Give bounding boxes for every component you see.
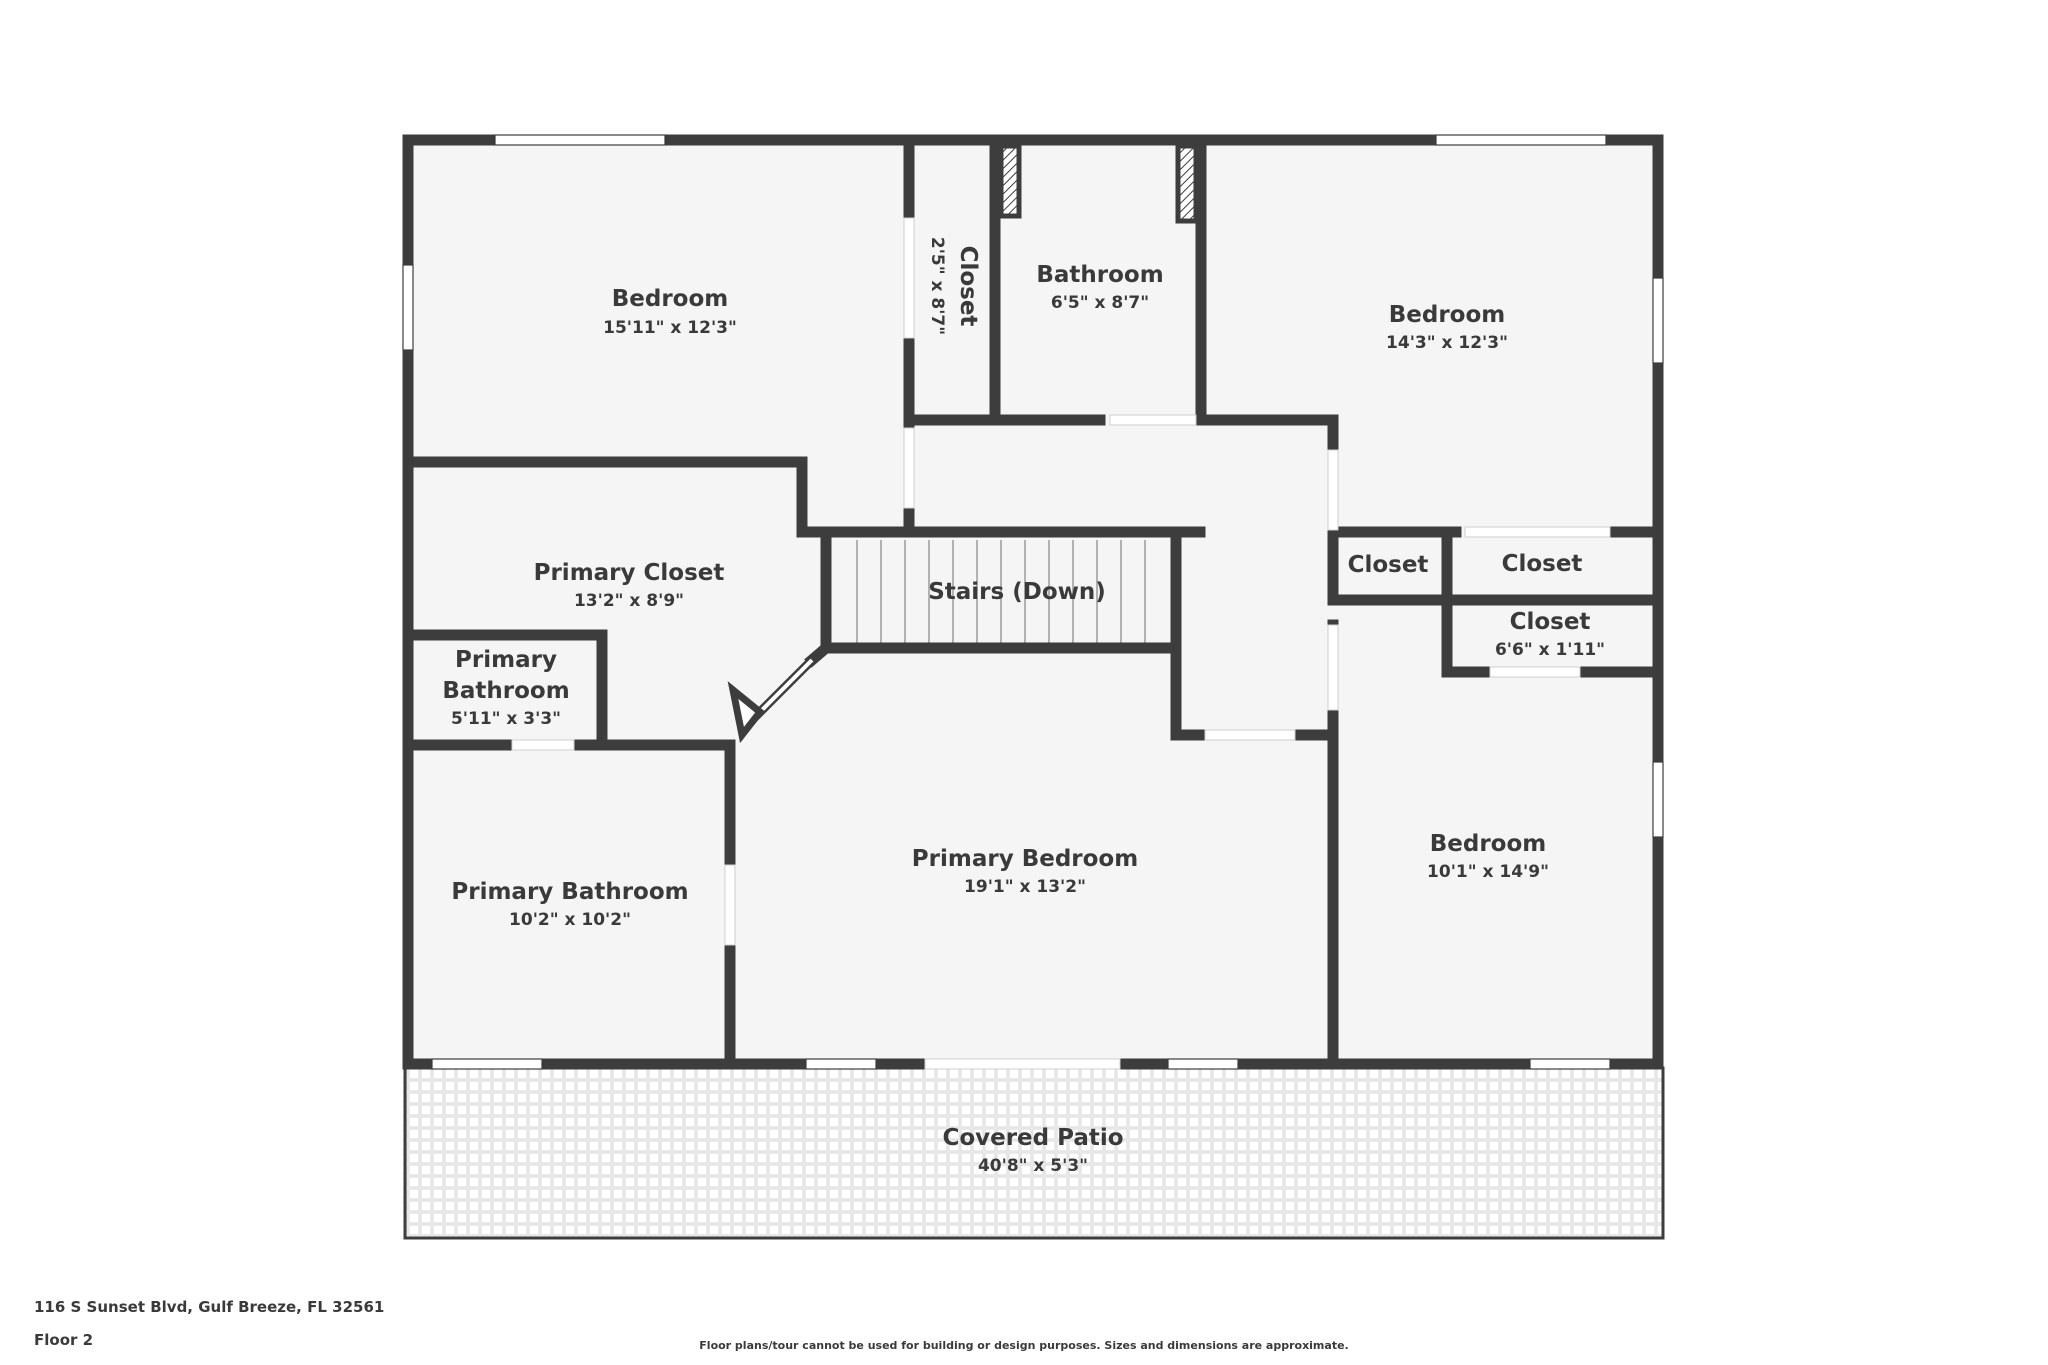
room-dims-primary-bathroom-small: 5'11" x 3'3" xyxy=(451,709,561,729)
room-name-primary-bedroom: Primary Bedroom xyxy=(912,846,1138,872)
room-dims-bathroom: 6'5" x 8'7" xyxy=(1051,293,1149,313)
room-name-closet-a: Closet xyxy=(1348,552,1429,578)
room-dims-primary-closet: 13'2" x 8'9" xyxy=(574,591,684,611)
room-labels: Bedroom 15'11" x 12'3" Closet 2'5" x 8'7… xyxy=(442,237,1605,1176)
room-dims-bedroom-ne: 14'3" x 12'3" xyxy=(1386,333,1508,353)
room-name-primary-closet: Primary Closet xyxy=(534,560,725,586)
room-name-closet-b: Closet xyxy=(1502,551,1583,577)
windows xyxy=(402,134,1664,1070)
room-name-closet-c: Closet xyxy=(1510,609,1591,635)
covered-patio-area xyxy=(403,1066,1665,1240)
room-dims-covered-patio: 40'8" x 5'3" xyxy=(978,1156,1088,1176)
room-dims-closet-small: 2'5" x 8'7" xyxy=(927,237,947,335)
room-name-bedroom-nw: Bedroom xyxy=(612,286,729,312)
shaft-right xyxy=(1175,143,1199,224)
room-dims-primary-bathroom: 10'2" x 10'2" xyxy=(509,910,631,930)
property-address: 116 S Sunset Blvd, Gulf Breeze, FL 32561 xyxy=(34,1298,385,1316)
disclaimer-text: Floor plans/tour cannot be used for buil… xyxy=(699,1339,1349,1352)
room-name-bedroom-ne: Bedroom xyxy=(1389,302,1506,328)
room-name-stairs: Stairs (Down) xyxy=(928,579,1106,605)
room-name-primary-bathroom-small-1: Primary xyxy=(455,647,557,673)
room-name-bathroom: Bathroom xyxy=(1036,262,1163,288)
stairs-treads xyxy=(856,540,1146,644)
room-name-primary-bathroom-small-2: Bathroom xyxy=(442,678,569,704)
room-dims-primary-bedroom: 19'1" x 13'2" xyxy=(964,877,1086,897)
room-dims-bedroom-nw: 15'11" x 12'3" xyxy=(603,318,737,338)
room-name-bedroom-e: Bedroom xyxy=(1430,831,1547,857)
door-openings xyxy=(511,217,1611,1070)
diagonal-door xyxy=(727,656,816,744)
shaft-left xyxy=(998,143,1022,219)
room-name-covered-patio: Covered Patio xyxy=(942,1125,1123,1151)
room-dims-closet-c: 6'6" x 1'11" xyxy=(1495,640,1605,660)
floor-label: Floor 2 xyxy=(34,1331,94,1349)
room-name-closet-small: Closet xyxy=(955,246,981,327)
room-dims-bedroom-e: 10'1" x 14'9" xyxy=(1427,862,1549,882)
room-name-primary-bathroom: Primary Bathroom xyxy=(451,879,688,905)
